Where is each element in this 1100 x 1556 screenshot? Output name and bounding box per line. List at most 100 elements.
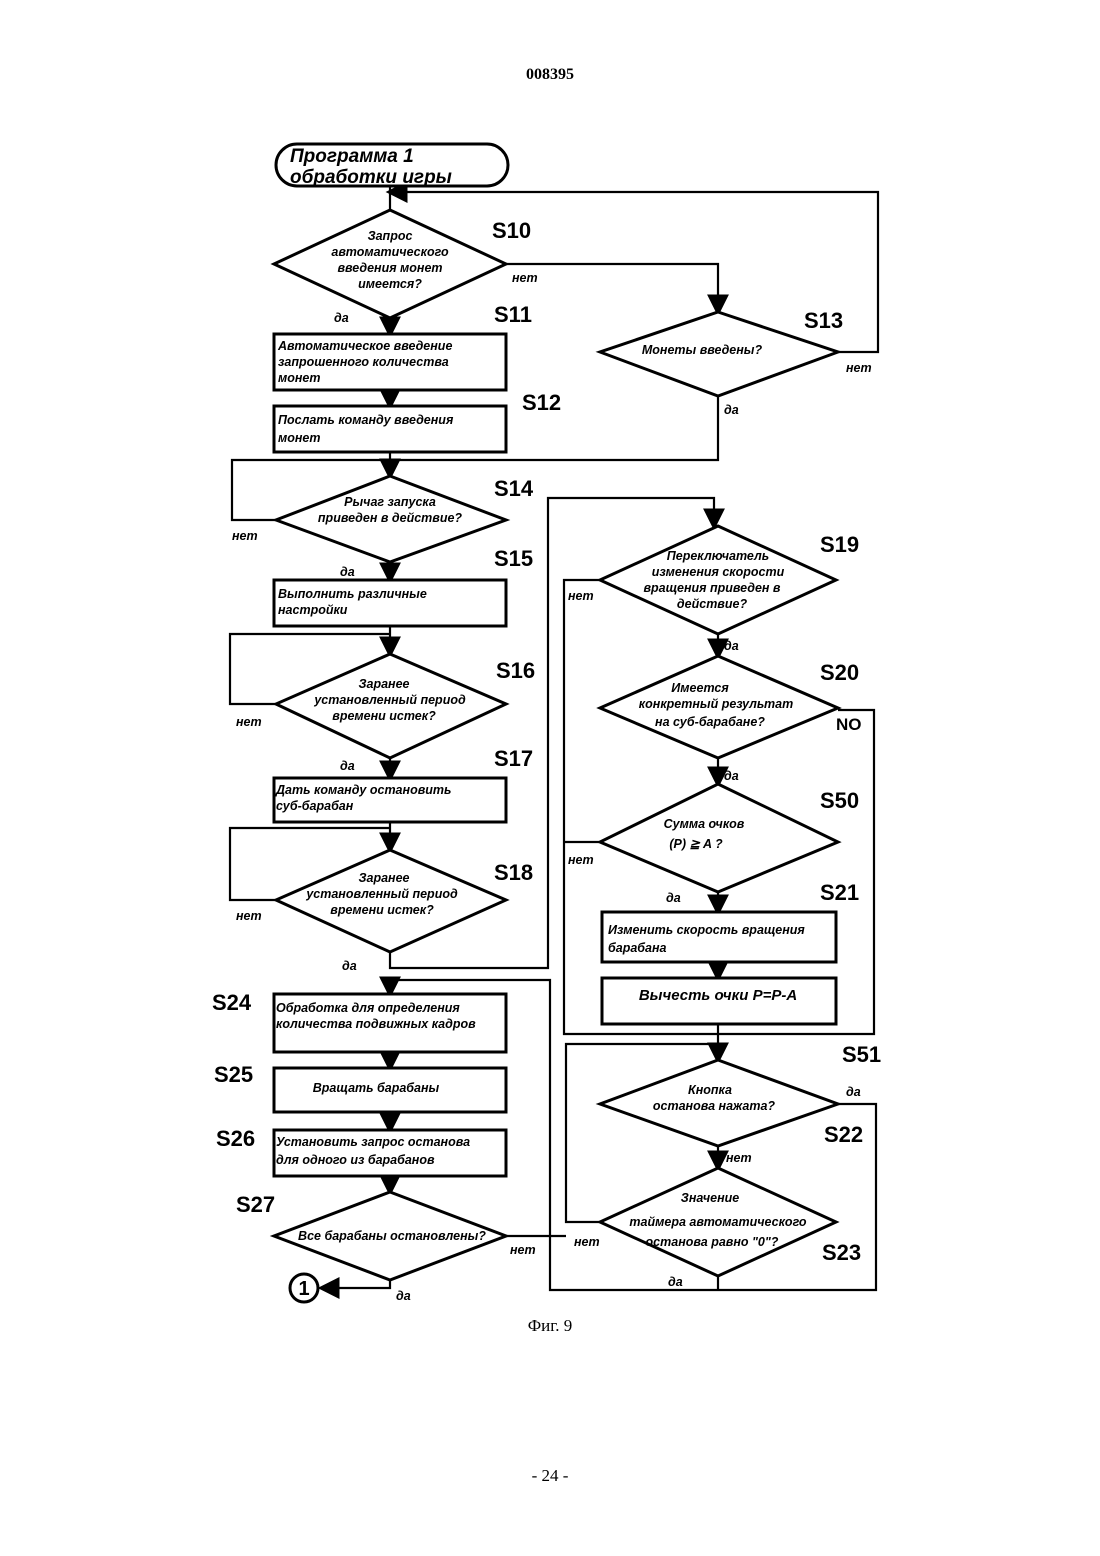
figure-caption: Фиг. 9	[0, 1316, 1100, 1336]
s11-line2: запрошенного количества	[278, 355, 449, 369]
s16-label: S16	[496, 658, 535, 683]
s11-line3: монет	[278, 371, 321, 385]
s20-line2: конкретный результат	[639, 697, 793, 711]
s14-line1: Рычаг запуска	[344, 495, 436, 509]
decision-s14: Рычаг запуска приведен в действие? S14 н…	[232, 476, 534, 579]
s10-line1: Запрос	[368, 229, 413, 243]
s17-label: S17	[494, 746, 533, 771]
s26-label: S26	[216, 1126, 255, 1151]
s23-line1: Значение	[681, 1191, 739, 1205]
process-s12: Послать команду введения монет S12	[274, 390, 561, 452]
s18-line1: Заранее	[358, 871, 409, 885]
s51-label: S51	[842, 1042, 881, 1067]
decision-s20: Имеется конкретный результат на суб-бара…	[600, 656, 862, 783]
start-line2: обработки игры	[290, 167, 452, 188]
process-s26: Установить запрос останова для одного из…	[216, 1126, 506, 1176]
s23-line3: останова равно "0"?	[646, 1235, 779, 1249]
s26-line2: для одного из барабанов	[276, 1153, 435, 1167]
decision-s19: Переключатель изменения скорости вращени…	[568, 526, 859, 653]
s19-yes: да	[724, 639, 739, 653]
s50-line2: (P) ≧ A ?	[669, 837, 723, 851]
s21-label: S21	[820, 880, 859, 905]
s27-no: нет	[510, 1243, 536, 1257]
s13-no: нет	[846, 361, 872, 375]
s15-line2: настройки	[278, 603, 348, 617]
s19-line1: Переключатель	[667, 549, 769, 563]
s23-line2: таймера автоматического	[629, 1215, 807, 1229]
s12-line2: монет	[278, 431, 321, 445]
s10-label: S10	[492, 218, 531, 243]
s17-line2: суб-барабан	[276, 799, 354, 813]
s10-line4: имеется?	[358, 277, 422, 291]
s17-line1: Дать команду остановить	[275, 783, 451, 797]
decision-s23: Значение таймера автоматического останов…	[574, 1168, 861, 1289]
s16-yes: да	[340, 759, 355, 773]
s50-label: S50	[820, 788, 859, 813]
s27-yes: да	[396, 1289, 411, 1303]
s19-no: нет	[568, 589, 594, 603]
page-number: - 24 -	[0, 1466, 1100, 1486]
s21-line1: Изменить скорость вращения	[608, 923, 805, 937]
s10-line2: автоматического	[331, 245, 449, 259]
connector-label: 1	[298, 1278, 309, 1300]
s13-yes: да	[724, 403, 739, 417]
s26-line1: Установить запрос останова	[276, 1135, 470, 1149]
process-s25: Вращать барабаны S25	[214, 1062, 506, 1112]
s16-line3: времени истек?	[332, 709, 436, 723]
s20-line3: на суб-барабане?	[655, 715, 765, 729]
s18-label: S18	[494, 860, 533, 885]
s20-yes: да	[724, 769, 739, 783]
s19-line2: изменения скорости	[652, 565, 785, 579]
s12-label: S12	[522, 390, 561, 415]
start-line1: Программа 1	[290, 146, 414, 167]
s27-label: S27	[236, 1192, 275, 1217]
s11-label: S11	[494, 302, 532, 327]
s50-no: нет	[568, 853, 594, 867]
s18-line3: времени истек?	[330, 903, 434, 917]
s20-no: NO	[836, 715, 862, 734]
s23-label: S23	[822, 1240, 861, 1265]
s14-no: нет	[232, 529, 258, 543]
process-s51: Вычесть очки P=P-A S51	[602, 978, 881, 1067]
s16-no: нет	[236, 715, 262, 729]
process-s24: Обработка для определения количества под…	[212, 990, 506, 1052]
s23-yes: да	[668, 1275, 683, 1289]
s12-line1: Послать команду введения	[278, 413, 454, 427]
process-s21: Изменить скорость вращения барабана S21	[602, 880, 859, 962]
decision-s18: Заранее установленный период времени ист…	[236, 850, 533, 973]
decision-s22: Кнопка останова нажата? S22 да нет	[600, 1060, 863, 1165]
s21-line2: барабана	[608, 941, 667, 955]
s51-line1: Вычесть очки P=P-A	[639, 987, 797, 1004]
s15-line1: Выполнить различные	[278, 587, 427, 601]
decision-s13: Монеты введены? S13 нет да	[600, 308, 872, 417]
s11-line1: Автоматическое введение	[277, 339, 452, 353]
s19-line4: действие?	[677, 597, 748, 611]
s18-no: нет	[236, 909, 262, 923]
s10-line3: введения монет	[337, 261, 442, 275]
s22-no: нет	[726, 1151, 752, 1165]
s22-line2: останова нажата?	[653, 1099, 776, 1113]
s14-yes: да	[340, 565, 355, 579]
s20-line1: Имеется	[671, 681, 729, 695]
s24-line1: Обработка для определения	[276, 1001, 460, 1015]
decision-s27: Все барабаны остановлены? S27 нет да	[236, 1192, 536, 1303]
s22-line1: Кнопка	[688, 1083, 732, 1097]
process-s11: Автоматическое введение запрошенного кол…	[274, 302, 532, 390]
s50-yes: да	[666, 891, 681, 905]
s18-yes: да	[342, 959, 357, 973]
s50-line1: Сумма очков	[664, 817, 745, 831]
s25-label: S25	[214, 1062, 253, 1087]
s24-line2: количества подвижных кадров	[276, 1017, 476, 1031]
s16-line1: Заранее	[358, 677, 409, 691]
s24-label: S24	[212, 990, 252, 1015]
s22-label: S22	[824, 1122, 863, 1147]
s13-line1: Монеты введены?	[642, 343, 763, 357]
decision-s16: Заранее установленный период времени ист…	[236, 654, 535, 773]
s10-yes: да	[334, 311, 349, 325]
s18-line2: установленный период	[305, 887, 458, 901]
s19-line3: вращения приведен в	[644, 581, 781, 595]
decision-s50: Сумма очков (P) ≧ A ? S50 нет да	[568, 784, 859, 905]
s10-no: нет	[512, 271, 538, 285]
s23-no: нет	[574, 1235, 600, 1249]
s25-line1: Вращать барабаны	[313, 1081, 440, 1095]
